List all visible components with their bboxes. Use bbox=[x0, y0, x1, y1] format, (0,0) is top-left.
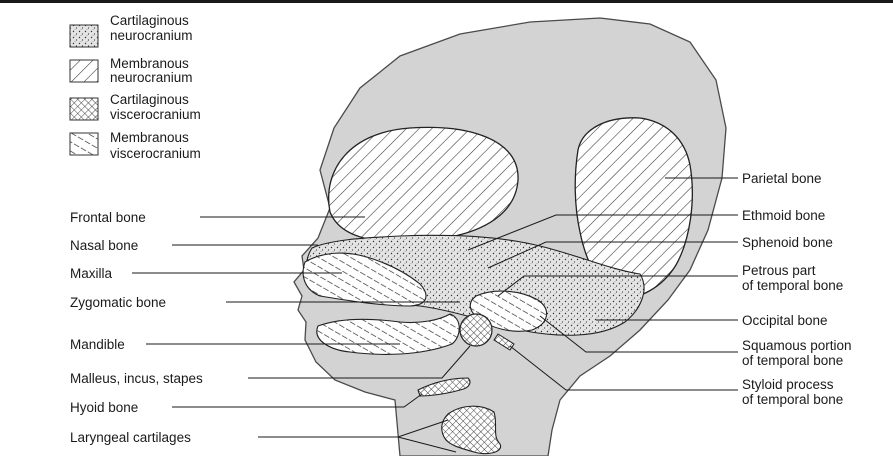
label-occipital-bone: Occipital bone bbox=[742, 313, 828, 328]
right-labels: Parietal bone Ethmoid bone Sphenoid bone… bbox=[742, 171, 852, 407]
label-styloid-process-line2: of temporal bone bbox=[742, 392, 843, 407]
legend-label-line2: viscerocranium bbox=[110, 146, 201, 161]
label-nasal-bone: Nasal bone bbox=[70, 238, 138, 253]
legend-label-line1: Membranous bbox=[110, 130, 189, 145]
label-petrous-part: Petrous part bbox=[742, 263, 816, 278]
label-sphenoid-bone: Sphenoid bone bbox=[742, 235, 833, 250]
label-petrous-part-line2: of temporal bone bbox=[742, 278, 843, 293]
legend-item-membranous-neurocranium: Membranous neurocranium bbox=[70, 56, 193, 85]
label-squamous-portion-line2: of temporal bone bbox=[742, 353, 843, 368]
legend-label-line2: neurocranium bbox=[110, 28, 193, 43]
legend-label-line1: Membranous bbox=[110, 56, 189, 71]
top-border bbox=[0, 0, 893, 3]
legend-label-line1: Cartilaginous bbox=[110, 92, 189, 107]
label-mandible: Mandible bbox=[70, 337, 125, 352]
ossicles-circle bbox=[460, 314, 492, 346]
label-laryngeal-cartilages: Laryngeal cartilages bbox=[70, 430, 191, 445]
legend-item-cartilaginous-neurocranium: Cartilaginous neurocranium bbox=[70, 13, 193, 47]
label-squamous-portion: Squamous portion bbox=[742, 338, 852, 353]
label-maxilla: Maxilla bbox=[70, 266, 113, 281]
legend-label-line2: viscerocranium bbox=[110, 107, 201, 122]
label-styloid-process: Styloid process bbox=[742, 377, 834, 392]
label-ethmoid-bone: Ethmoid bone bbox=[742, 208, 825, 223]
label-zygomatic-bone: Zygomatic bone bbox=[70, 295, 166, 310]
legend-item-membranous-viscerocranium: Membranous viscerocranium bbox=[70, 130, 201, 161]
legend-item-cartilaginous-viscerocranium: Cartilaginous viscerocranium bbox=[70, 92, 201, 122]
label-parietal-bone: Parietal bone bbox=[742, 171, 822, 186]
legend-label-line2: neurocranium bbox=[110, 70, 193, 85]
legend-label-line1: Cartilaginous bbox=[110, 13, 189, 28]
label-ossicles: Malleus, incus, stapes bbox=[70, 371, 203, 386]
label-frontal-bone: Frontal bone bbox=[70, 210, 146, 225]
label-hyoid-bone: Hyoid bone bbox=[70, 400, 138, 415]
legend: Cartilaginous neurocranium Membranous ne… bbox=[70, 13, 201, 161]
